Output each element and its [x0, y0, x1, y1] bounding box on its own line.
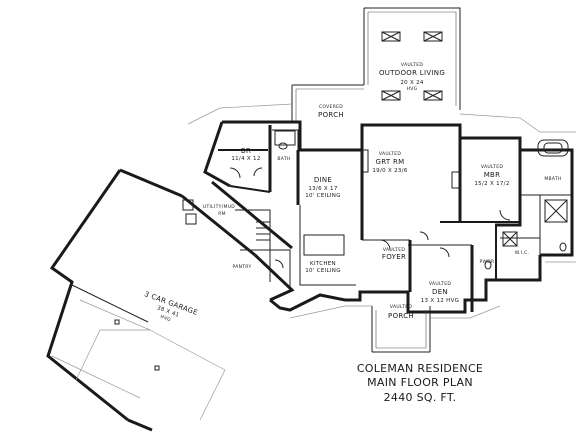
den-dim: 13 X 12 HVG	[421, 298, 459, 304]
covered-porch-label: PORCH	[318, 111, 344, 119]
front-porch-label: PORCH	[388, 312, 414, 320]
grt-rm-dim: 19/0 X 23/6	[372, 168, 407, 174]
front-porch-note: VAULTED	[390, 304, 412, 310]
kitchen-extra: 10' CEILING	[305, 268, 341, 274]
toilet-icon	[278, 142, 288, 150]
covered-porch-note: COVERED	[319, 104, 343, 110]
utility-sub: RM	[218, 211, 226, 217]
utility-label: UTILITY/MUD	[203, 204, 235, 210]
den-label: DEN	[432, 288, 448, 296]
dine-label: DINE	[314, 176, 332, 184]
garage-extra: HVG	[159, 314, 171, 323]
bath-label: BATH	[277, 156, 290, 162]
grt-rm-label: GRT RM	[376, 158, 405, 166]
br-label: BR	[241, 147, 251, 155]
mbath-label: MBATH	[544, 176, 561, 182]
roof-outline	[187, 103, 576, 319]
front-porch-area	[371, 306, 431, 353]
mbr-note: VAULTED	[481, 164, 503, 170]
pwdr-label: PWDR	[480, 259, 495, 265]
exterior-walls	[181, 120, 574, 314]
skylight-icon	[381, 31, 443, 101]
pantry-label: PANTRY	[232, 264, 251, 270]
outdoor-living-extra: HVG	[407, 86, 418, 92]
outdoor-living-dim: 20 X 24	[400, 80, 424, 86]
outdoor-living-note: VAULTED	[401, 62, 423, 68]
grt-rm-note: VAULTED	[379, 151, 401, 157]
mbr-label: MBR	[484, 171, 501, 179]
room-labels: VAULTED OUTDOOR LIVING 20 X 24 HVG COVER…	[143, 62, 561, 323]
outdoor-living-label: OUTDOOR LIVING	[379, 69, 445, 77]
br-dim: 11/4 X 12	[231, 156, 260, 162]
mbr-dim: 15/2 X 17/2	[474, 181, 509, 187]
wic-label: W.I.C.	[515, 250, 530, 256]
title-line2: MAIN FLOOR PLAN	[367, 376, 473, 389]
title-line1: COLEMAN RESIDENCE	[357, 362, 483, 375]
foyer-label: FOYER	[382, 253, 406, 261]
title-line3: 2440 SQ. FT.	[384, 391, 457, 404]
title-block: COLEMAN RESIDENCE MAIN FLOOR PLAN 2440 S…	[357, 362, 483, 404]
dine-extra: 10' CEILING	[305, 193, 341, 199]
fixtures	[182, 130, 569, 286]
foyer-note: VAULTED	[383, 247, 405, 253]
dine-dim: 13/6 X 17	[308, 186, 338, 192]
den-note: VAULTED	[429, 281, 451, 287]
garage-area	[46, 168, 295, 432]
outdoor-living-area	[363, 7, 461, 110]
kitchen-label: KITCHEN	[310, 261, 336, 267]
covered-porch-area	[291, 84, 364, 122]
